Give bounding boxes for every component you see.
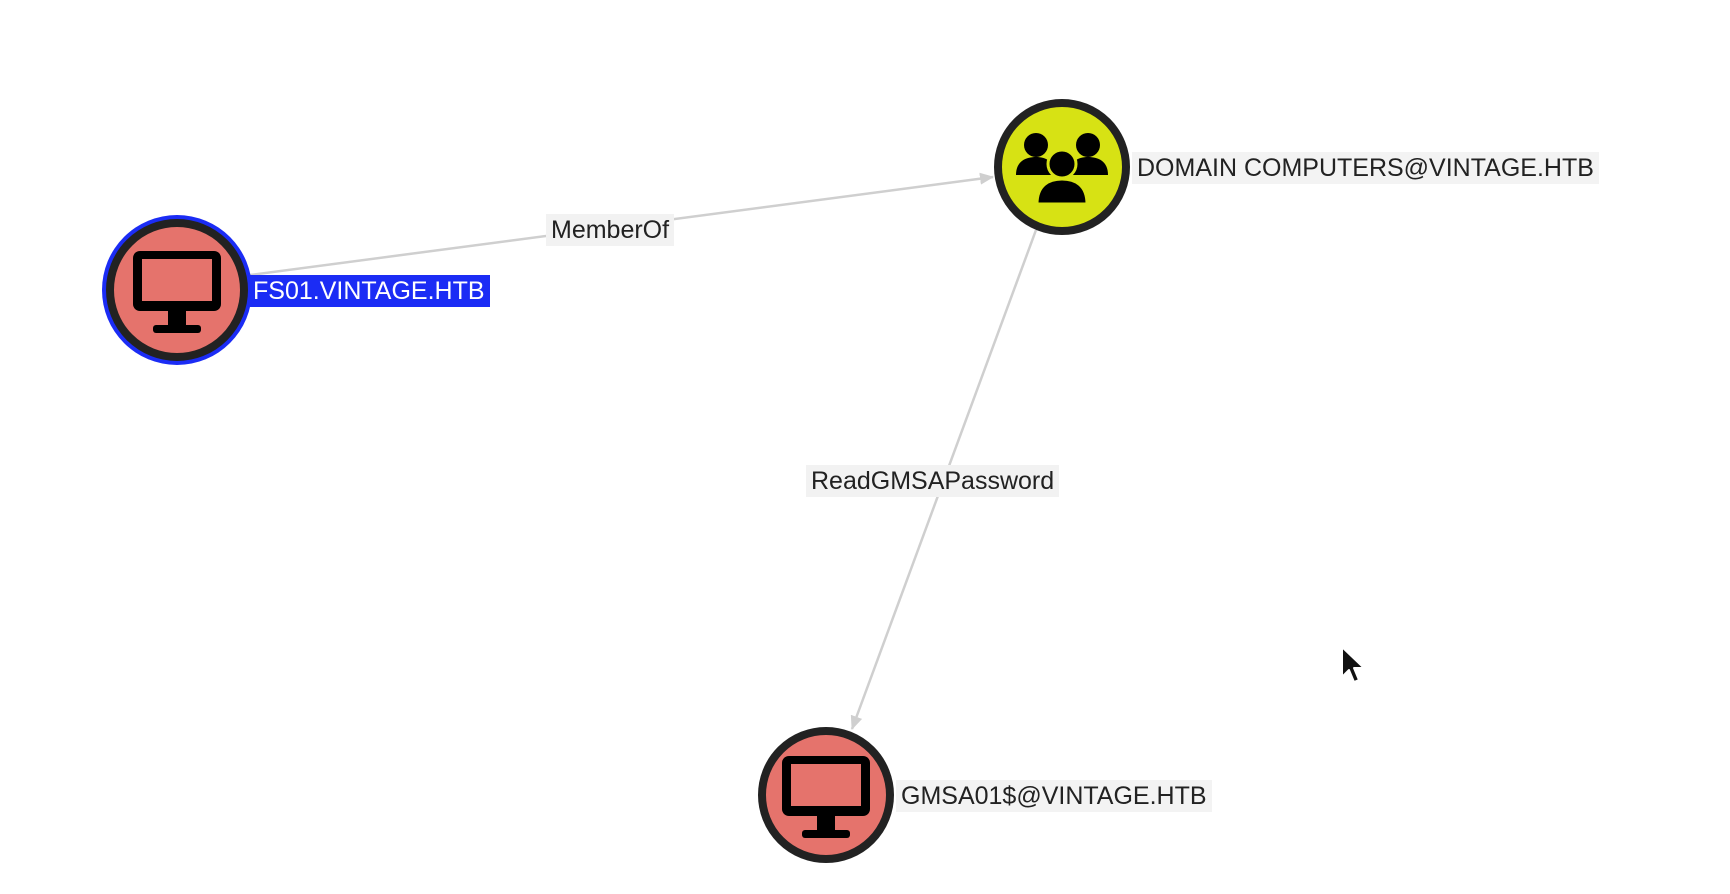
node-label-fs01[interactable]: FS01.VINTAGE.HTB: [248, 275, 490, 307]
monitor-icon: [782, 756, 870, 838]
node-domain-computers[interactable]: [994, 99, 1130, 235]
users-group-icon: [1016, 133, 1108, 206]
edge-label-readgmsapassword[interactable]: ReadGMSAPassword: [806, 465, 1060, 497]
node-label-gmsa01[interactable]: GMSA01$@VINTAGE.HTB: [896, 780, 1212, 812]
monitor-icon: [133, 251, 221, 333]
node-label-domain-computers[interactable]: DOMAIN COMPUTERS@VINTAGE.HTB: [1132, 152, 1599, 184]
edge-label-memberof[interactable]: MemberOf: [546, 214, 675, 246]
node-fs01[interactable]: [102, 215, 252, 365]
node-gmsa01[interactable]: [758, 727, 894, 863]
mouse-pointer-icon: [1341, 646, 1365, 683]
